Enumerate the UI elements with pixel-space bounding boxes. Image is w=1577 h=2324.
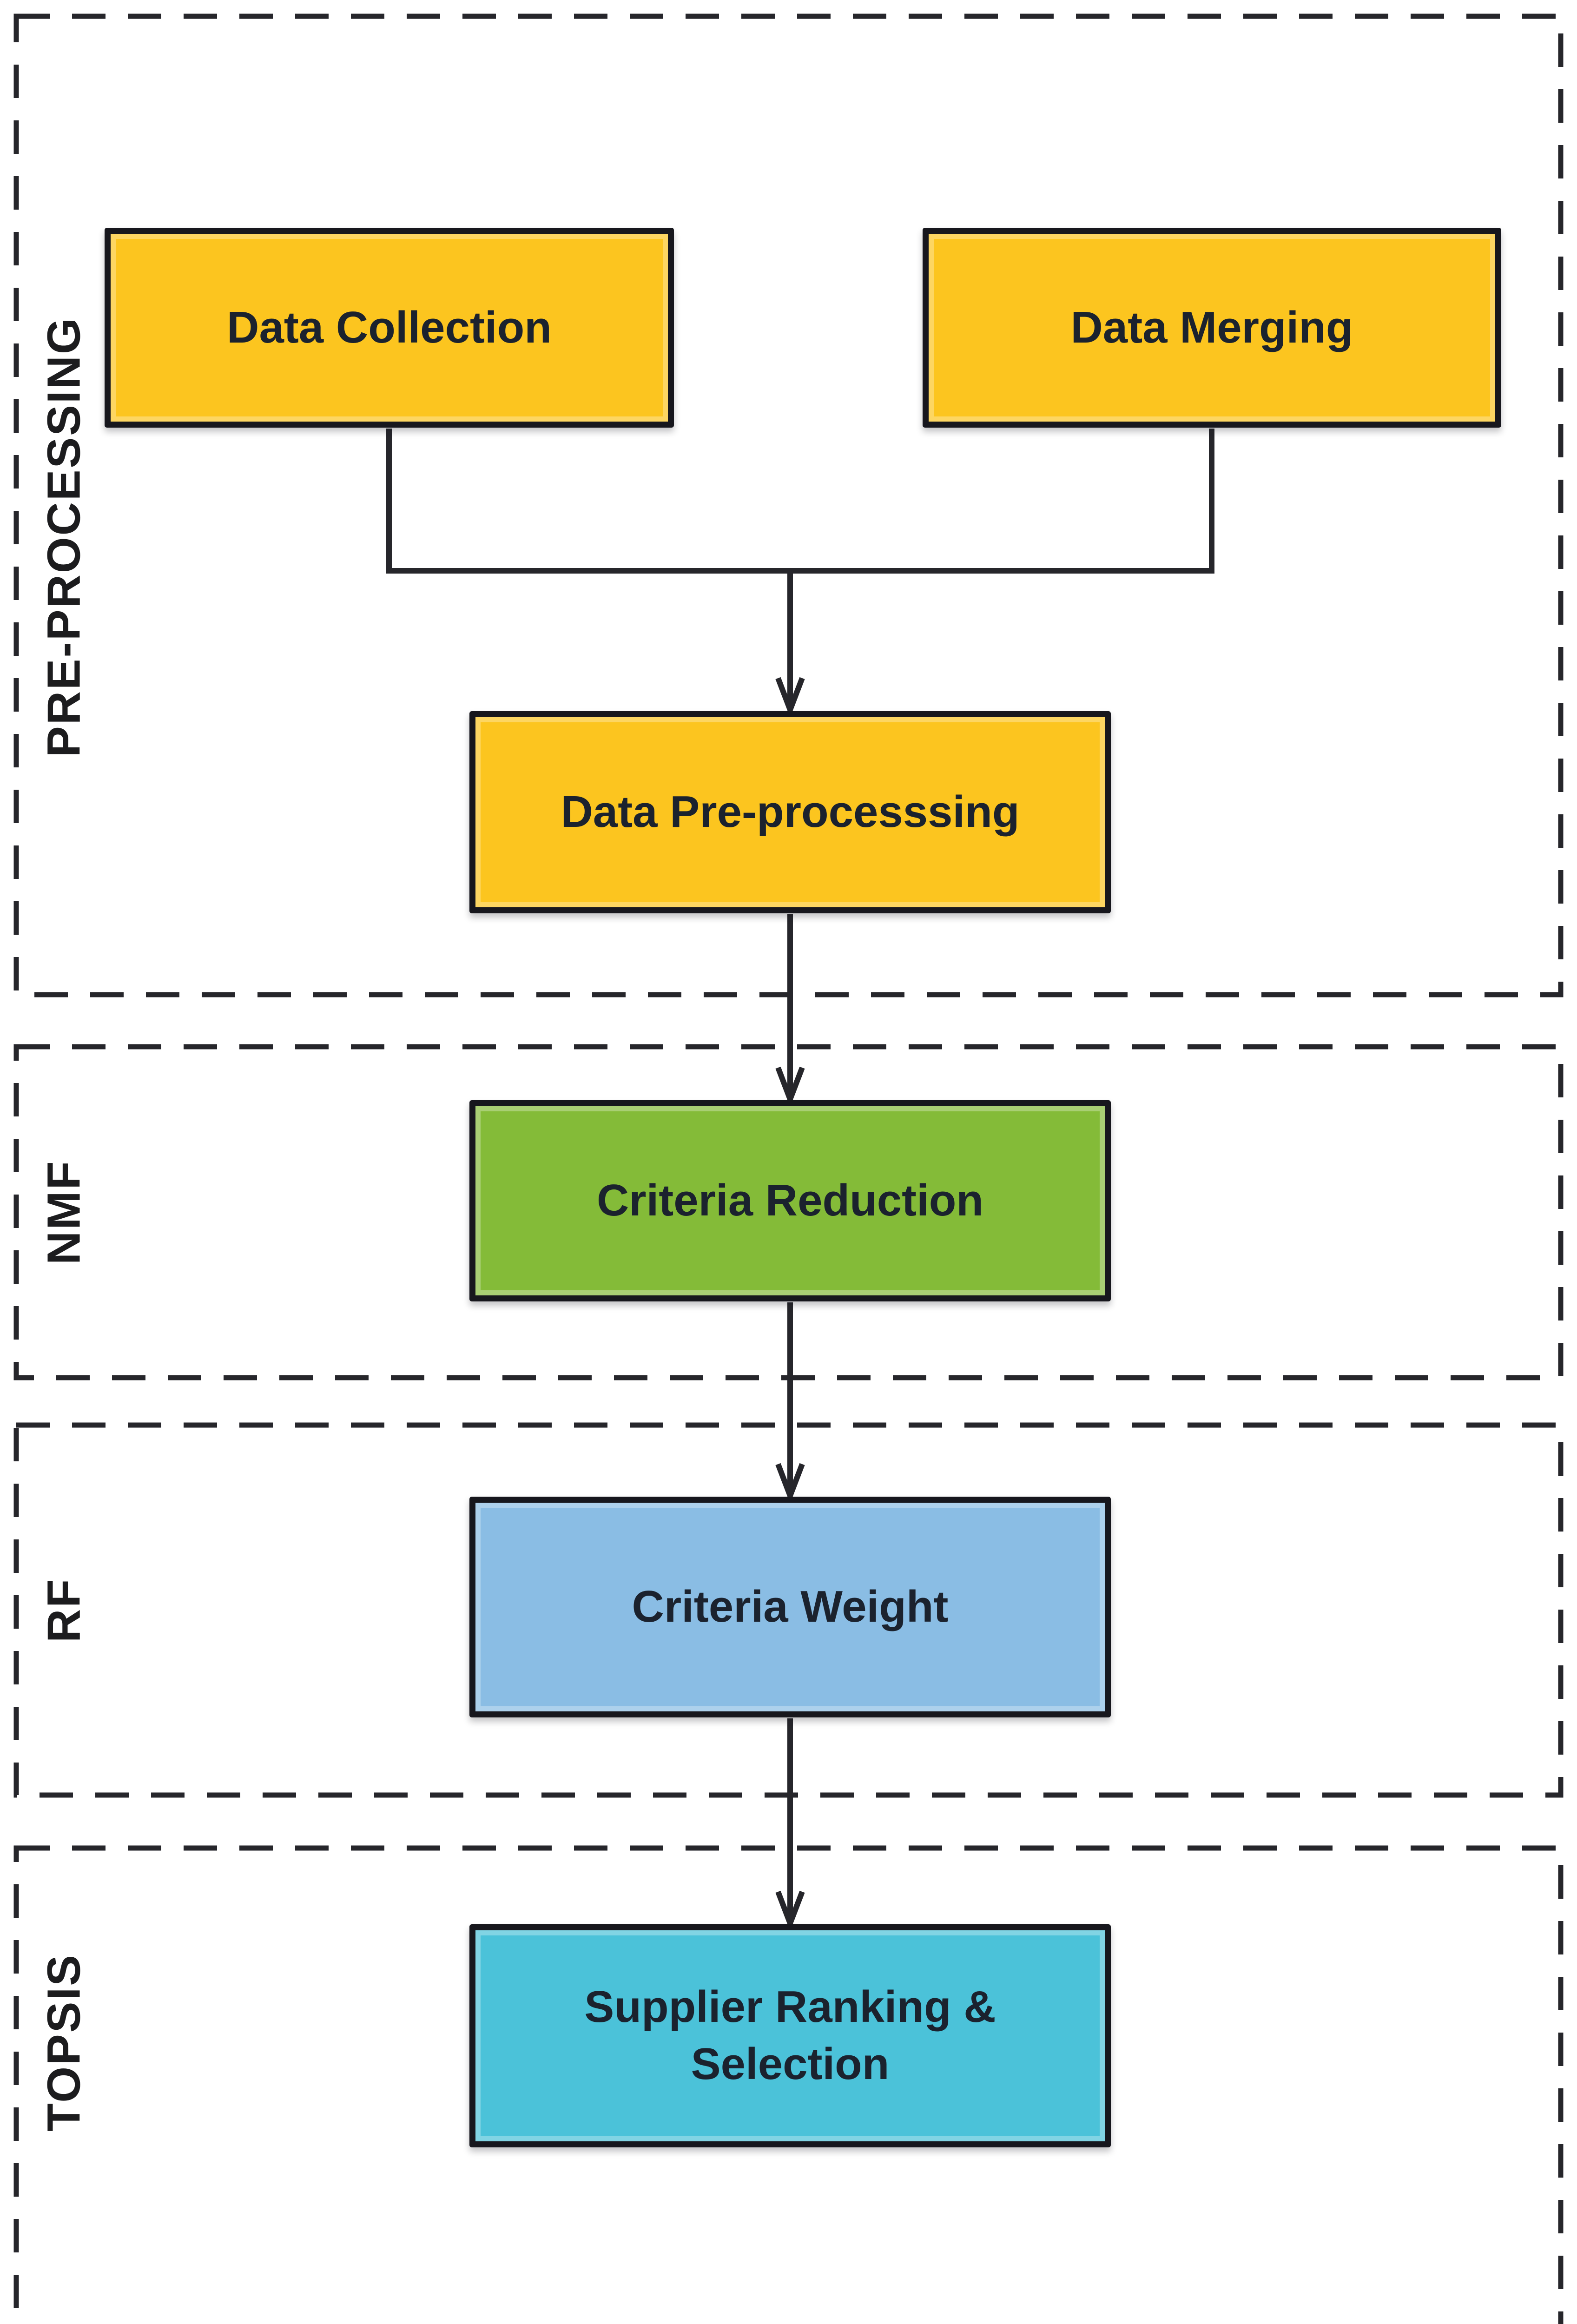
node-criteria-reduction: Criteria Reduction bbox=[469, 1100, 1111, 1301]
section-outline-topsis bbox=[13, 1845, 1564, 2324]
arrowhead-to-ranking bbox=[775, 1890, 805, 1931]
arrowhead-to-weight bbox=[775, 1463, 805, 1504]
node-criteria-weight: Criteria Weight bbox=[469, 1497, 1111, 1717]
section-label-preprocessing: PRE-PROCESSING bbox=[38, 317, 90, 757]
node-data-merging: Data Merging bbox=[923, 228, 1501, 428]
arrowhead-to-preprocessing bbox=[775, 677, 805, 718]
merge-connector bbox=[386, 429, 1214, 574]
node-data-collection: Data Collection bbox=[105, 228, 674, 428]
arrowhead-to-reduction bbox=[775, 1066, 805, 1107]
section-label-rf: RF bbox=[38, 1578, 90, 1643]
section-label-topsis: TOPSIS bbox=[38, 1954, 90, 2132]
node-data-preprocessing: Data Pre-processsing bbox=[469, 711, 1111, 913]
node-supplier-ranking: Supplier Ranking & Selection bbox=[469, 1924, 1111, 2147]
section-label-nmf: NMF bbox=[38, 1160, 90, 1265]
